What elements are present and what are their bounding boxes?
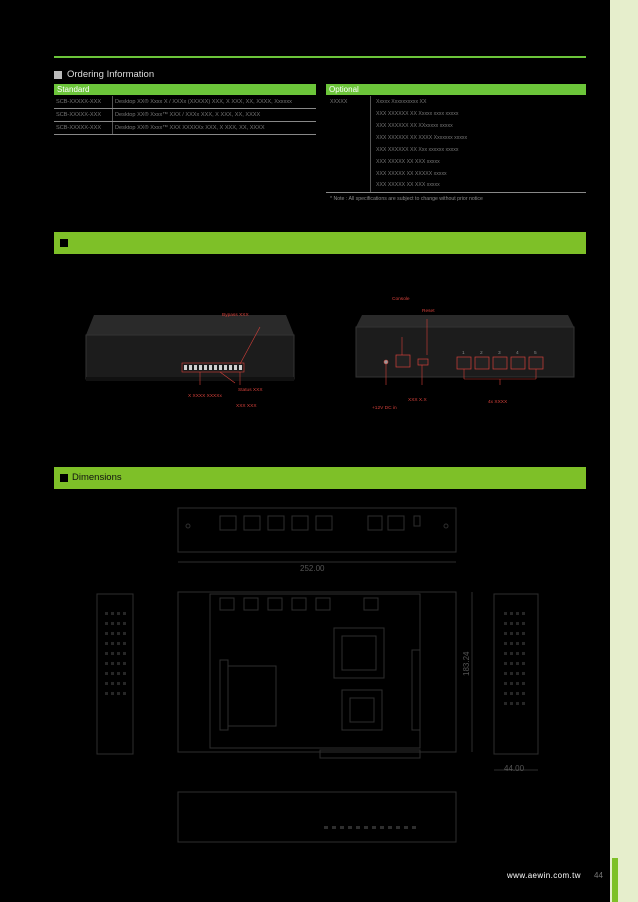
callout-led: XXX XXX: [236, 404, 257, 409]
part-number: SCB-XXXXX-XXX: [54, 121, 113, 135]
table-row: SCB-XXXXX-XXX Desktop XX® Xxxx X / XXXx …: [54, 96, 316, 109]
ordering-title: Ordering Information: [67, 69, 155, 80]
list-item: XXX XXXXXX XX Xxx xxxxxx xxxxx: [376, 147, 459, 153]
port-number: 2: [480, 351, 483, 356]
dimensions-band: Dimensions: [54, 467, 586, 489]
page-side-bar: [610, 0, 638, 902]
top-rule: [54, 56, 586, 58]
divider: [370, 96, 371, 192]
part-description: Desktop XX® Xxxx™ XXX / XXXx XXX, X XXX,…: [112, 108, 316, 122]
list-item: XXX XXXXX XX XXX xxxxx: [376, 159, 440, 165]
callout-power: +12V DC in: [372, 406, 397, 411]
section-square-icon: [60, 474, 68, 482]
list-item: Xxxxx Xxxxxxxxxx XX: [376, 99, 427, 105]
list-item: XXX XXXXX XX XXXXX xxxxx: [376, 171, 447, 177]
top-view-drawing: [177, 591, 473, 759]
callout-bypass: Bypass XXX: [222, 313, 249, 318]
list-item: XXX XXXXXX XX XXXX Xxxxxxx xxxxx: [376, 135, 468, 141]
width-dimension: 252.00: [300, 564, 325, 573]
optional-table: XXXXX Xxxxx Xxxxxxxxxx XX XXX XXXXXX XX …: [326, 96, 586, 193]
callout-usb: XXX X.X: [408, 398, 427, 403]
page-number: 44: [594, 871, 603, 880]
standard-bar: Standard: [54, 84, 316, 95]
optional-bar: Optional: [326, 84, 586, 95]
page-side-accent: [612, 858, 618, 902]
list-item: XXX XXXXXX XX XXxxxxx xxxxx: [376, 123, 453, 129]
list-item: XXX XXXXXX XX Xxxxx xxxx xxxxx: [376, 111, 459, 117]
rear-panel-drawing: [177, 507, 457, 563]
rear-device-photo: [355, 315, 575, 385]
callout-console: Console: [392, 297, 410, 302]
standard-table: SCB-XXXXX-XXX Desktop XX® Xxxx X / XXXx …: [54, 96, 316, 135]
port-number: 3: [498, 351, 501, 356]
section-square-icon: [54, 70, 62, 79]
front-view-drawing: [177, 791, 457, 843]
list-item: XXX XXXXX XX XXX xxxxx: [376, 182, 440, 188]
front-device-photo: [85, 315, 295, 385]
part-description: Desktop XX® Xxxx™ XXX XXXXXx XXX, X XXX,…: [112, 121, 316, 135]
optional-code: XXXXX: [330, 99, 348, 105]
callout-status-led: Status XXX: [238, 388, 263, 393]
port-number: 4: [516, 351, 519, 356]
port-number: 1: [462, 351, 465, 356]
footer-url[interactable]: www.aewin.com.tw: [507, 871, 581, 880]
height-dimension: 44.00: [504, 764, 525, 773]
callout-gbe-leds: X XXXX XXXXx: [188, 394, 222, 399]
port-number: 5: [534, 351, 537, 356]
part-description: Desktop XX® Xxxx X / XXXx (XXXXX) XXX, X…: [112, 96, 316, 109]
callout-lan: 4x XXXX: [488, 400, 508, 405]
ordering-header: Ordering Information: [54, 69, 154, 80]
part-number: SCB-XXXXX-XXX: [54, 108, 113, 122]
table-row: SCB-XXXXX-XXX Desktop XX® Xxxx™ XXX XXXX…: [54, 121, 316, 135]
dimensions-title: Dimensions: [72, 472, 122, 483]
section-square-icon: [60, 239, 68, 247]
spec-note: * Note : All specifications are subject …: [330, 196, 483, 202]
right-side-drawing: [493, 593, 539, 771]
left-side-drawing: [96, 593, 134, 755]
depth-dimension: 183.24: [462, 651, 471, 676]
photo-band: [54, 232, 586, 254]
table-row: SCB-XXXXX-XXX Desktop XX® Xxxx™ XXX / XX…: [54, 108, 316, 122]
callout-reset: Reset: [422, 309, 435, 314]
part-number: SCB-XXXXX-XXX: [54, 96, 113, 109]
